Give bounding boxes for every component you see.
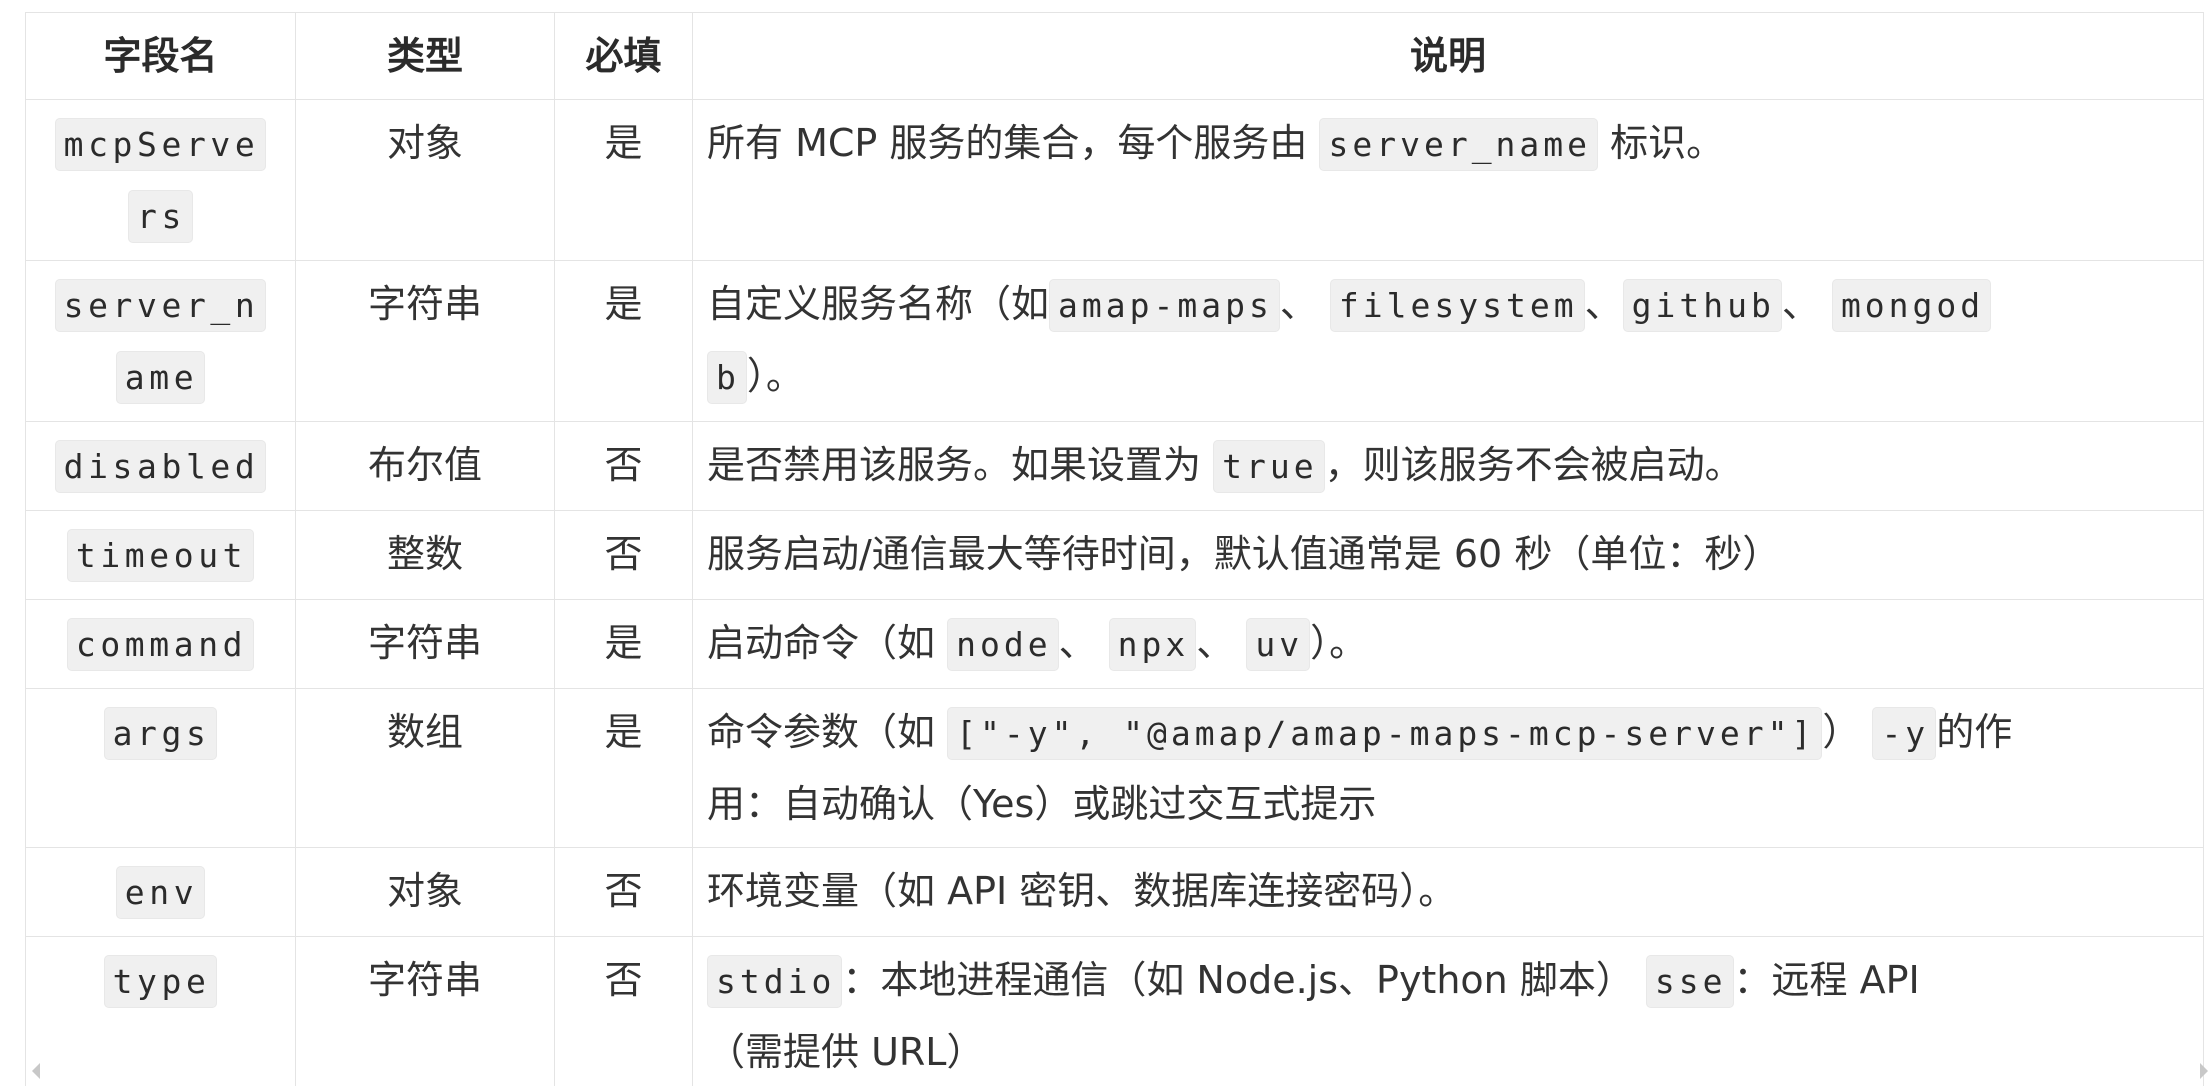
type-cell: 字符串 (295, 599, 555, 689)
description-text: ，则该服务不会被启动。 (1324, 443, 1743, 487)
inline-code: -y (1872, 707, 1937, 760)
field-name-cell: args (25, 688, 296, 848)
inline-code: mongod (1831, 279, 1992, 332)
inline-code: filesystem (1329, 279, 1585, 332)
table-row: mcpServe rs 对象是所有 MCP 服务的集合，每个服务由 server_n… (25, 99, 2204, 261)
inline-code: b (707, 351, 747, 404)
type-cell: 字符串 (295, 936, 555, 1086)
field-name-cell: type (25, 936, 296, 1086)
type-cell: 数组 (295, 688, 555, 848)
type-cell: 对象 (295, 99, 555, 261)
inline-code: server_name (1319, 118, 1599, 171)
required-cell: 是 (554, 99, 693, 261)
scroll-right-arrow-icon[interactable] (2200, 1063, 2208, 1079)
description-cell: 所有 MCP 服务的集合，每个服务由 server_name 标识。 (692, 99, 2204, 261)
table-row: timeout 整数否服务启动/通信最大等待时间，默认值通常是 60 秒（单位：秒… (25, 510, 2204, 600)
field-name-code: args (103, 707, 218, 760)
description-text: 是否禁用该服务。如果设置为 (707, 443, 1214, 487)
field-name-code: disabled (54, 440, 267, 493)
description-text: 环境变量（如 API 密钥、数据库连接密码）。 (707, 869, 1457, 913)
inline-code: amap-maps (1049, 279, 1280, 332)
description-cell: 是否禁用该服务。如果设置为 true，则该服务不会被启动。 (692, 421, 2204, 511)
scroll-left-arrow-icon[interactable] (32, 1063, 40, 1079)
type-cell: 对象 (295, 847, 555, 937)
header-required: 必填 (554, 12, 693, 100)
description-text: 、 (1279, 282, 1330, 326)
field-name-cell: disabled (25, 421, 296, 511)
field-name-code: timeout (66, 529, 255, 582)
inline-code: true (1213, 440, 1325, 493)
description-text: 、 (1584, 282, 1623, 326)
description-text: 、 (1058, 621, 1109, 665)
inline-code: node (947, 618, 1059, 671)
type-cell: 整数 (295, 510, 555, 600)
required-cell: 是 (554, 260, 693, 422)
description-text: ）。 (746, 354, 804, 398)
field-name-cell: timeout (25, 510, 296, 600)
table-header-row: 字段名 类型 必填 说明 (25, 12, 2204, 100)
required-cell: 否 (554, 847, 693, 937)
field-name-code: type (103, 955, 218, 1008)
description-text: 服务启动/通信最大等待时间，默认值通常是 60 秒（单位：秒） (707, 532, 1781, 576)
table-row: disabled 布尔值否是否禁用该服务。如果设置为 true，则该服务不会被启动… (25, 421, 2204, 511)
description-text: 、 (1781, 282, 1832, 326)
field-name-code: server_n (54, 279, 267, 332)
field-name-cell: env (25, 847, 296, 937)
description-cell: 服务启动/通信最大等待时间，默认值通常是 60 秒（单位：秒） (692, 510, 2204, 600)
table-row: args 数组是命令参数（如 ["-y", "@amap/amap-maps-mc… (25, 688, 2204, 848)
description-cell: 命令参数（如 ["-y", "@amap/amap-maps-mcp-serve… (692, 688, 2204, 848)
required-cell: 否 (554, 421, 693, 511)
description-text: 所有 MCP 服务的集合，每个服务由 (707, 121, 1320, 165)
required-cell: 否 (554, 936, 693, 1086)
description-cell: stdio：本地进程通信（如 Node.js、Python 脚本） sse：远程… (692, 936, 2204, 1086)
field-name-code: env (115, 866, 206, 919)
type-cell: 布尔值 (295, 421, 555, 511)
header-field-name: 字段名 (25, 12, 296, 100)
inline-code: ["-y", "@amap/amap-maps-mcp-server"] (947, 707, 1823, 760)
inline-code: stdio (707, 955, 843, 1008)
description-text: 的作 (1936, 710, 2013, 754)
field-name-code: ame (115, 351, 206, 404)
required-cell: 是 (554, 599, 693, 689)
description-text: （需提供 URL） (707, 1030, 985, 1074)
description-text: 启动命令（如 (707, 621, 948, 665)
description-text: 标识。 (1598, 121, 1725, 165)
field-name-code: rs (128, 190, 193, 243)
header-description: 说明 (692, 12, 2204, 100)
description-text: ：本地进程通信（如 Node.js、Python 脚本） (842, 958, 1646, 1002)
description-text: 、 (1196, 621, 1247, 665)
field-name-code: command (66, 618, 255, 671)
description-text: ）。 (1310, 621, 1368, 665)
required-cell: 否 (554, 510, 693, 600)
description-text: 命令参数（如 (707, 710, 948, 754)
required-cell: 是 (554, 688, 693, 848)
inline-code: github (1622, 279, 1782, 332)
table-row: env 对象否环境变量（如 API 密钥、数据库连接密码）。 (25, 847, 2204, 937)
inline-code: uv (1246, 618, 1311, 671)
field-name-cell: mcpServe rs (25, 99, 296, 261)
inline-code: npx (1108, 618, 1197, 671)
header-type: 类型 (295, 12, 555, 100)
description-text: ：远程 API (1733, 958, 1920, 1002)
description-cell: 启动命令（如 node、 npx、 uv）。 (692, 599, 2204, 689)
description-text: ） (1822, 710, 1873, 754)
type-cell: 字符串 (295, 260, 555, 422)
description-text: 自定义服务名称（如 (707, 282, 1050, 326)
description-cell: 环境变量（如 API 密钥、数据库连接密码）。 (692, 847, 2204, 937)
field-name-cell: command (25, 599, 296, 689)
inline-code: sse (1645, 955, 1734, 1008)
description-text: 用：自动确认（Yes）或跳过交互式提示 (707, 782, 1377, 826)
field-name-code: mcpServe (54, 118, 267, 171)
